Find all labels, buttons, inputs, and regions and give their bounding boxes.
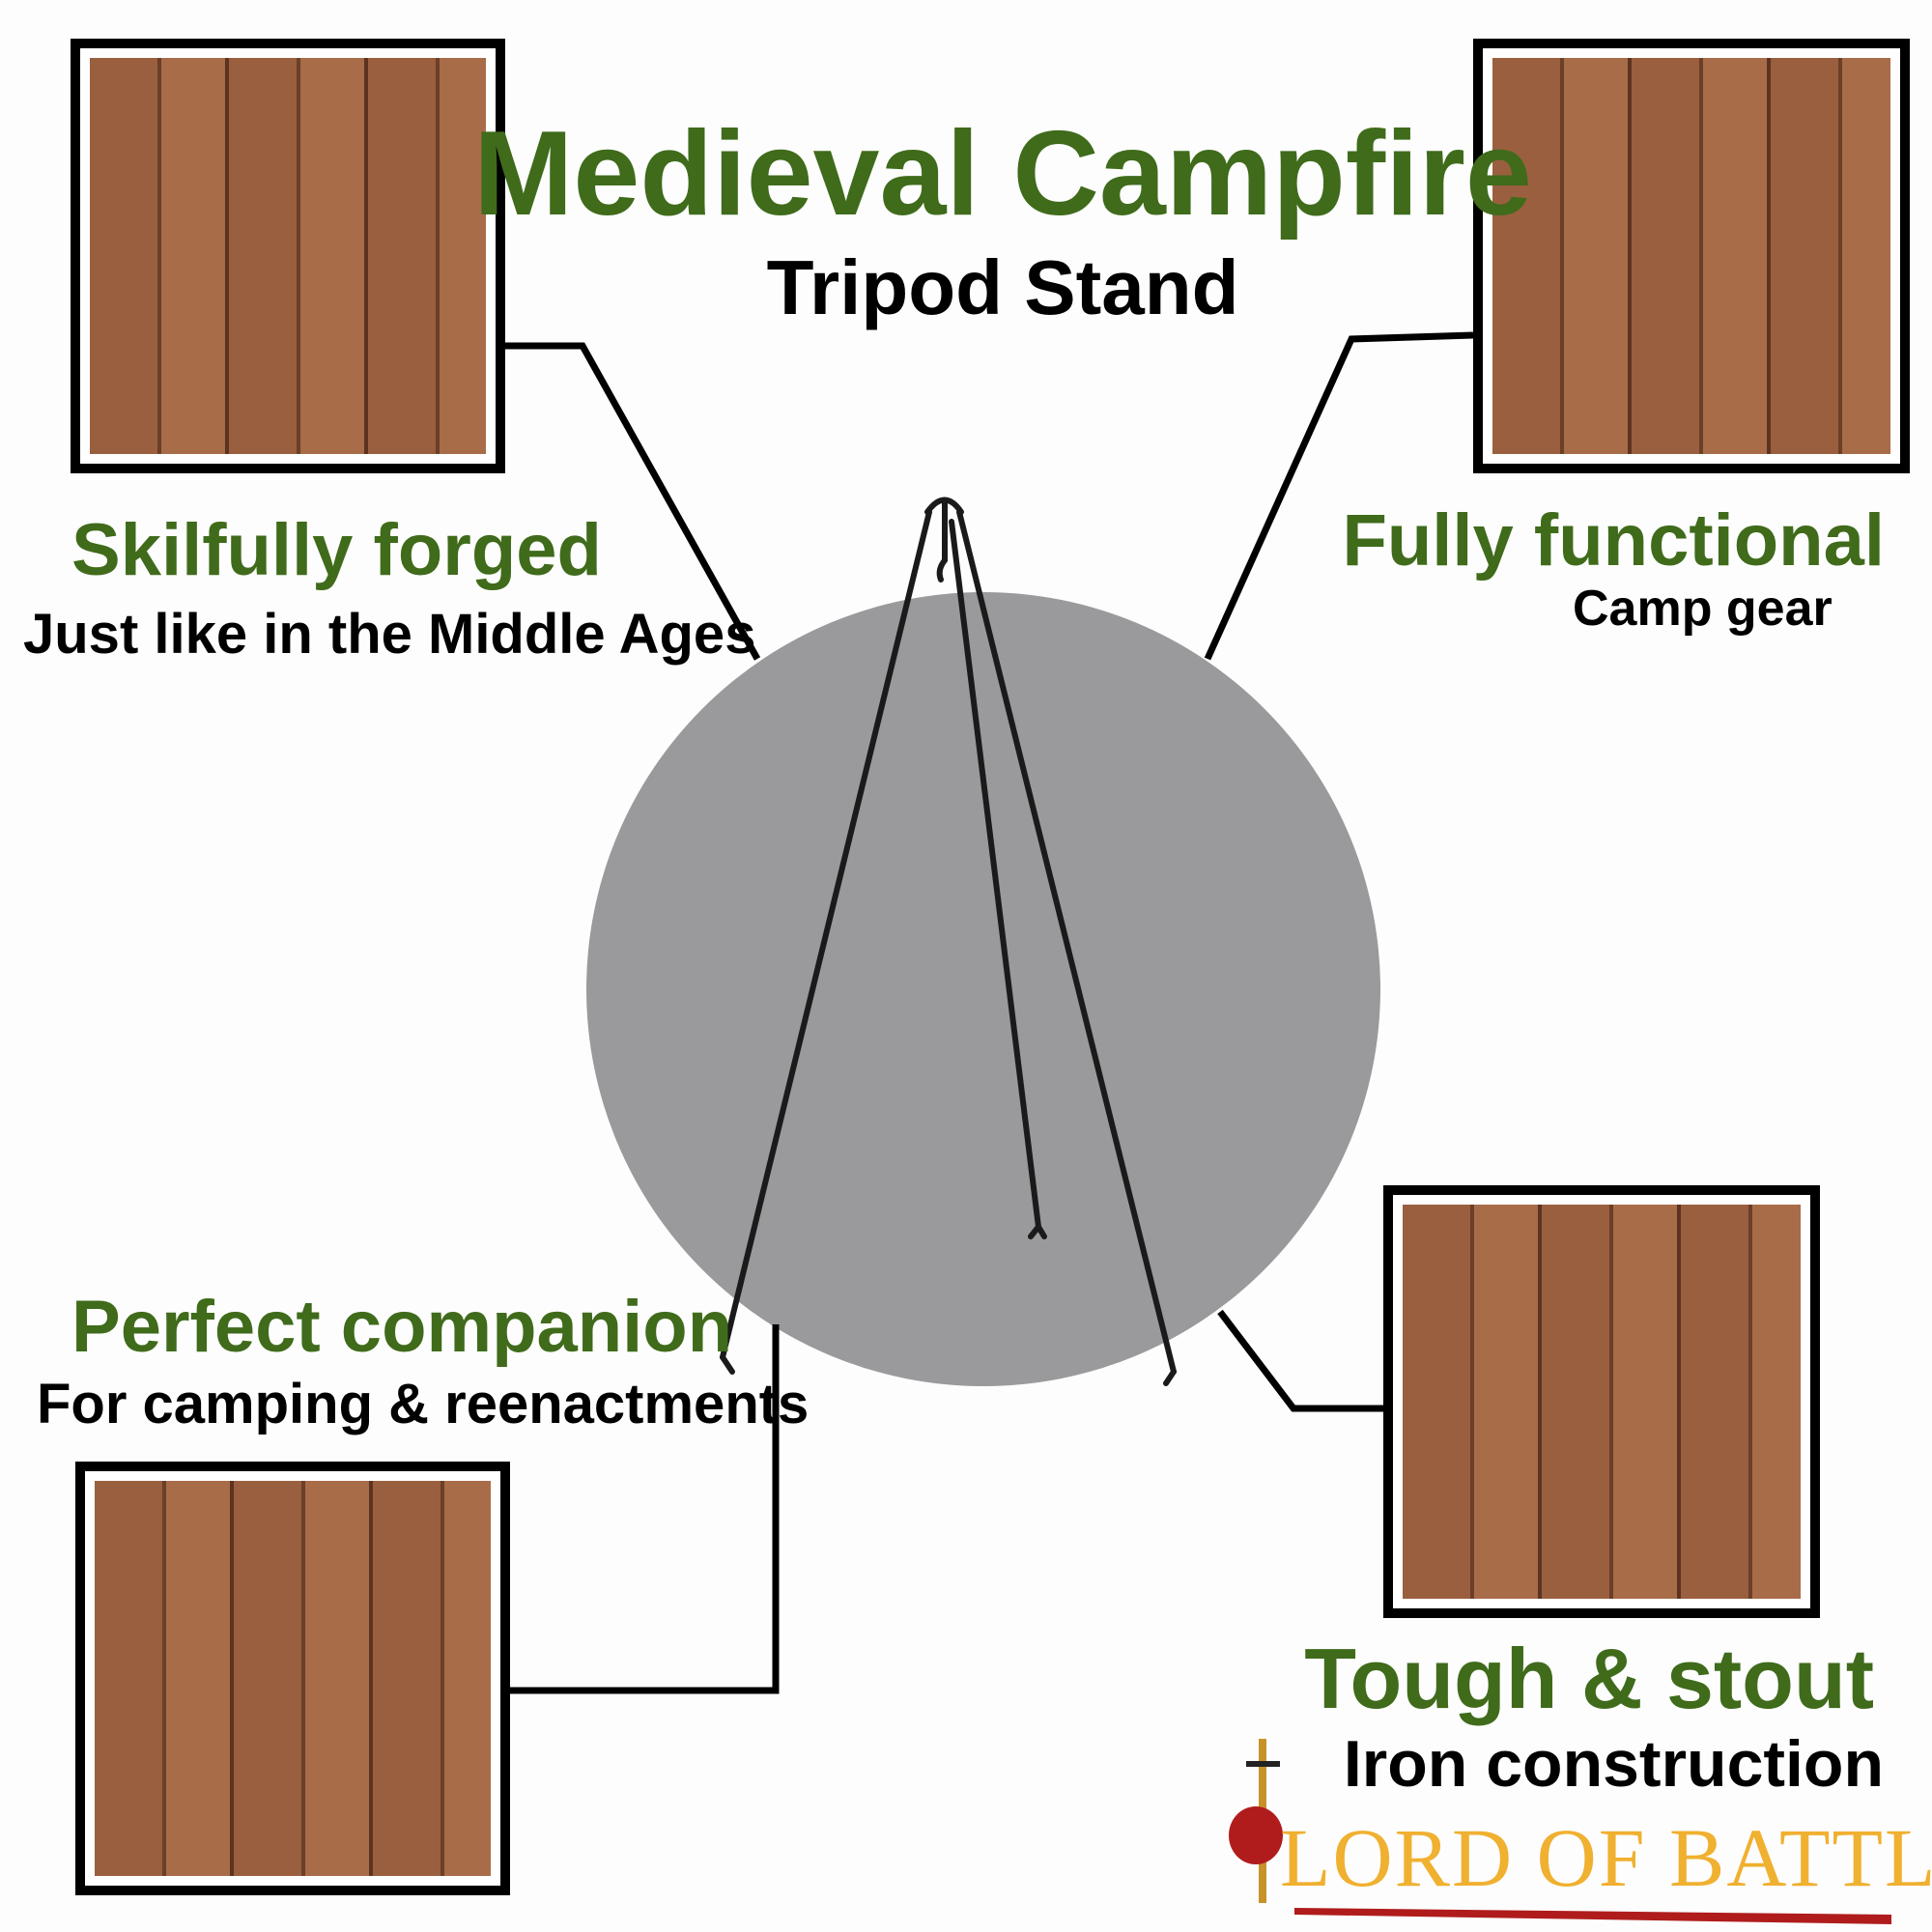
backdrop-circle [586,592,1380,1386]
connector-bottom-right [1217,1309,1383,1412]
feature-sub-bottom-left: For camping & reenactments [37,1373,810,1435]
photo-frame-hook [75,1462,510,1895]
logo-underline [1294,1908,1891,1924]
page-subtitle: Tripod Stand [766,244,1239,330]
feature-heading-bottom-right: Tough & stout [1304,1631,1874,1726]
feature-sub-bottom-right: Iron construction [1343,1727,1884,1801]
photo-frame-hanging-rack [1383,1185,1820,1618]
feature-sub-top-left: Just like in the Middle Ages [23,603,756,666]
connector-top-left [505,342,761,661]
photo [90,58,486,454]
connector-top-right [1204,331,1474,661]
feature-heading-top-right: Fully functional [1342,499,1885,582]
feature-heading-top-left: Skilfully forged [71,509,602,591]
brand-logo-text: LORD OF BATTLES [1280,1811,1932,1904]
photo-frame-man-with-cauldron [71,39,505,473]
photo [1403,1205,1801,1599]
connector-bottom-left [510,1324,780,1694]
photo [95,1481,491,1876]
photo [1492,58,1890,454]
tripod-image [720,497,1177,1386]
logo-emblem [1229,1739,1891,1924]
photo-frame-tripod-top [1473,39,1910,473]
page-title: Medieval Campfire [473,107,1532,241]
feature-sub-top-right: Camp gear [1573,581,1833,637]
feature-heading-bottom-left: Perfect companion [71,1286,733,1368]
